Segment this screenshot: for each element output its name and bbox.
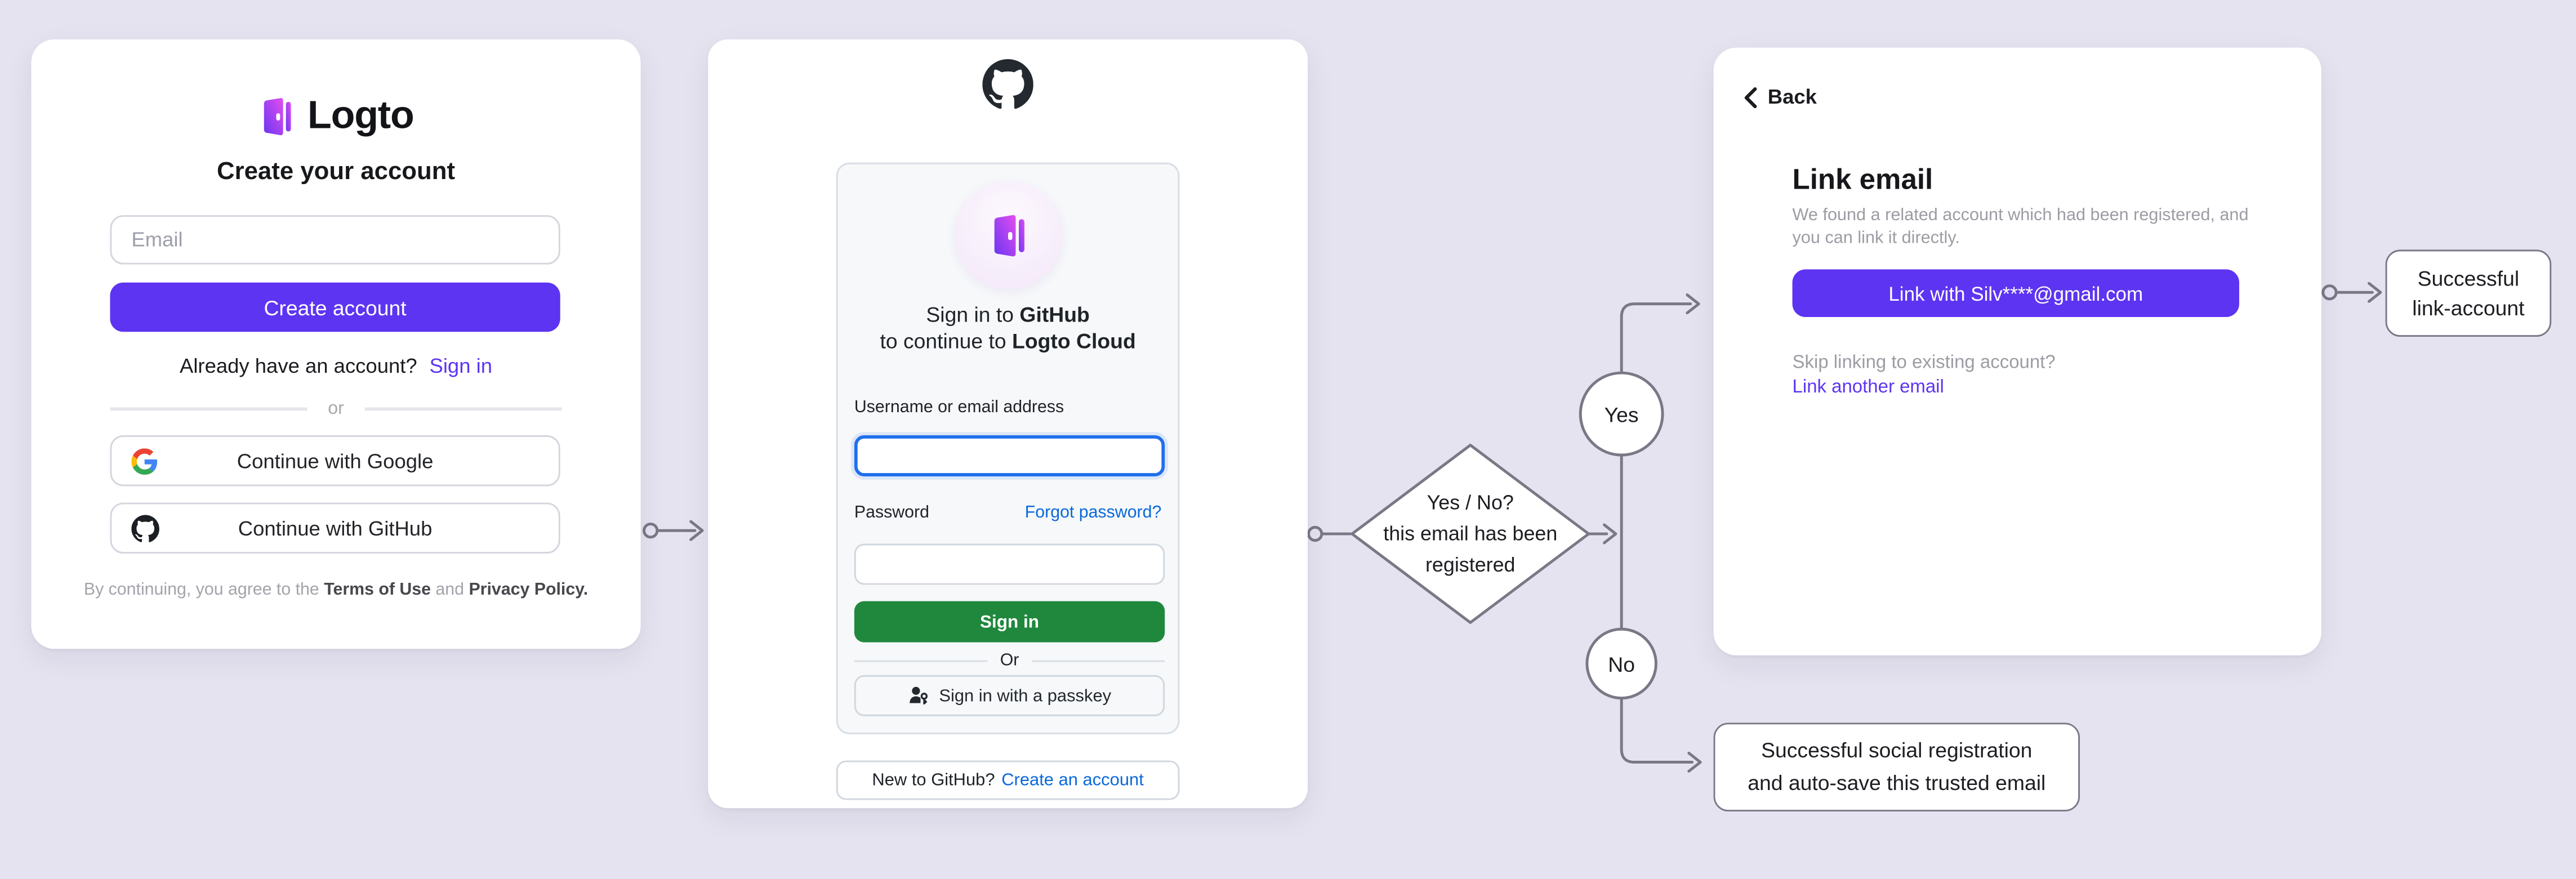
skip-linking-prompt: Skip linking to existing account?: [1792, 353, 2056, 373]
email-input[interactable]: [110, 215, 560, 265]
terms-text: By continuing, you agree to the Terms of…: [83, 581, 589, 600]
link-email-title: Link email: [1792, 162, 1933, 196]
outcome-link-account-box: Successful link-account: [2385, 249, 2552, 337]
privacy-policy-link[interactable]: Privacy Policy.: [469, 581, 589, 600]
logto-door-icon: [264, 98, 292, 136]
yes-node-circle: [1579, 371, 1664, 457]
create-account-button[interactable]: Create account: [110, 282, 560, 332]
no-node-circle: [1585, 627, 1657, 700]
github-icon: [982, 59, 1033, 109]
signup-title: Create your account: [216, 158, 456, 186]
signin-link[interactable]: Sign in: [429, 355, 493, 378]
or-divider: or: [110, 399, 562, 419]
decision-label: Yes / No? this email has been registered: [1383, 490, 1558, 576]
chevron-left-icon: [1744, 86, 1757, 108]
username-label: Username or email address: [854, 399, 1064, 417]
password-label: Password: [854, 504, 929, 523]
github-create-account-link[interactable]: Create an account: [1001, 770, 1144, 791]
continue-with-google-button[interactable]: Continue with Google: [110, 435, 560, 487]
terms-of-use-link[interactable]: Terms of Use: [324, 581, 431, 600]
password-input[interactable]: [854, 543, 1165, 585]
github-signin-button[interactable]: Sign in: [854, 601, 1165, 642]
brand-wordmark: Logto: [307, 93, 415, 139]
github-icon: [131, 514, 159, 542]
signin-headline: Sign in to GitHub to continue to Logto C…: [880, 302, 1136, 354]
connector-signup-to-github: [643, 520, 704, 541]
decision-diamond-shape: [1351, 444, 1590, 624]
signup-card: Logto Create your account Create account…: [31, 39, 641, 649]
passkey-signin-button[interactable]: Sign in with a passkey: [854, 675, 1165, 716]
branch-line-yes-no: [1620, 293, 1702, 773]
link-with-email-button[interactable]: Link with Silv****@gmail.com: [1792, 269, 2239, 317]
connector-linkcard-to-outcome: [2321, 282, 2382, 303]
arrow-right-icon: [2367, 282, 2382, 303]
link-another-email-link[interactable]: Link another email: [1792, 377, 1944, 398]
connector-start-circle-icon: [1307, 525, 1323, 542]
connector-start-circle-icon: [2321, 284, 2338, 301]
logto-logo: Logto: [31, 93, 640, 140]
continue-with-github-button[interactable]: Continue with GitHub: [110, 502, 560, 554]
or-divider: Or: [854, 652, 1165, 670]
app-avatar: [953, 180, 1062, 289]
arrow-right-icon: [1687, 752, 1702, 773]
create-account-box: New to GitHub? Create an account: [836, 760, 1180, 800]
arrow-right-icon: [1686, 293, 1700, 315]
link-email-description: We found a related account which had bee…: [1792, 205, 2249, 248]
arrow-right-icon: [689, 520, 704, 541]
arrow-right-icon: [1603, 523, 1617, 545]
yes-label: Yes: [1604, 402, 1639, 427]
logto-door-icon: [993, 214, 1024, 256]
back-button[interactable]: Back: [1743, 86, 1817, 109]
connector-start-circle-icon: [643, 523, 659, 539]
outcome-social-registration-box: Successful social registration and auto-…: [1713, 722, 2080, 812]
forgot-password-link[interactable]: Forgot password?: [1024, 504, 1162, 523]
passkey-icon: [909, 686, 927, 705]
google-icon: [131, 447, 158, 474]
username-input[interactable]: [854, 435, 1165, 476]
signin-prompt: Already have an account? Sign in: [180, 355, 493, 378]
github-logo: [708, 59, 1308, 110]
no-label: No: [1608, 652, 1635, 677]
link-email-card: Back Link email We found a related accou…: [1713, 47, 2321, 655]
connector-github-to-decision: [1307, 525, 1352, 542]
github-signin-card: Sign in to GitHub to continue to Logto C…: [708, 39, 1308, 809]
github-auth-panel: Sign in to GitHub to continue to Logto C…: [836, 162, 1180, 734]
connector-decision-to-branch: [1587, 523, 1617, 545]
